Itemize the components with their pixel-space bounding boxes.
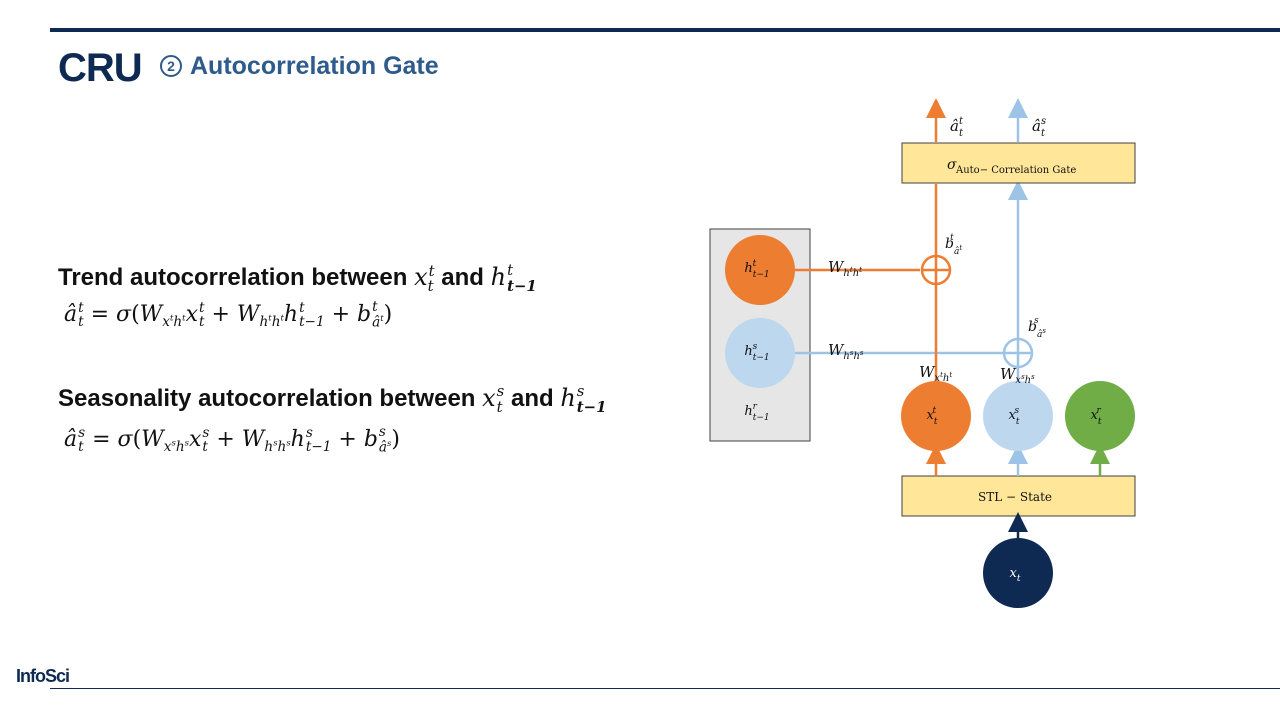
seasonality-heading-text: Seasonality autocorrelation between	[58, 385, 476, 413]
trend-heading-and: and	[441, 264, 484, 291]
seasonality-heading-and: and	[510, 385, 554, 413]
input-trend-label: xtt	[927, 406, 938, 427]
gate-sigma-label: σ	[947, 157, 957, 173]
trend-bias-label: bâtt	[945, 233, 962, 257]
trend-output-label: âtt	[950, 116, 964, 139]
bottom-rule	[50, 688, 1280, 689]
slide-title: CRU	[58, 46, 143, 90]
trend-sum-node	[920, 254, 952, 286]
trend-hidden-weight-label: Whtht	[828, 258, 862, 279]
autocorrelation-gate-box	[901, 142, 1136, 184]
seasonal-hidden-weight-label: Whshs	[828, 341, 864, 362]
source-node	[983, 538, 1053, 608]
input-seasonal-node	[983, 381, 1053, 451]
gate-label: Auto− Correlation Gate	[955, 165, 1076, 176]
input-seasonal-label: xts	[1009, 406, 1020, 427]
trend-heading-text: Trend autocorrelation between	[58, 264, 408, 291]
stl-state-label: STL − State	[978, 490, 1052, 504]
top-rule	[50, 28, 1280, 32]
input-residual-node	[1065, 381, 1135, 451]
subtitle-text: Autocorrelation Gate	[190, 52, 439, 80]
infosci-logo: InfoSci	[16, 666, 70, 686]
seasonal-sum-node	[1002, 337, 1034, 369]
input-trend-node	[901, 381, 971, 451]
stl-state-box	[901, 475, 1136, 517]
hidden-trend-node	[725, 235, 795, 305]
seasonal-bias-label: bâss	[1028, 316, 1046, 340]
slide-subtitle: 2 Autocorrelation Gate	[160, 52, 439, 81]
step-number-badge: 2	[160, 55, 182, 77]
seasonal-output-label: âts	[1032, 116, 1046, 139]
hidden-seasonal-node	[725, 318, 795, 388]
source-label: xt	[1010, 566, 1021, 584]
input-residual-label: xtr	[1091, 406, 1102, 427]
